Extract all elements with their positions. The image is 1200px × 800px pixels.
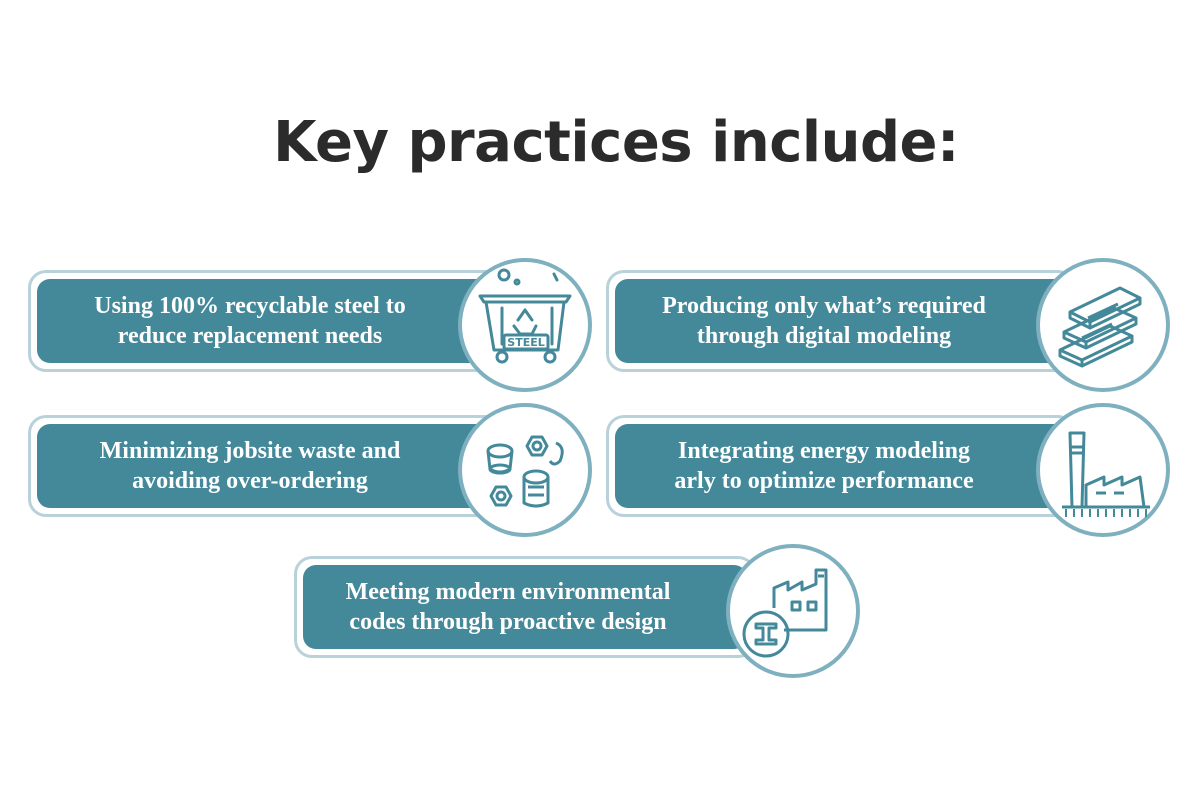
practice-text: Integrating energy modeling arly to opti… bbox=[674, 438, 974, 494]
page-title: Key practices include: bbox=[273, 110, 959, 175]
practice-text: Using 100% recyclable steel to reduce re… bbox=[94, 293, 406, 349]
steel-recycling-bin-icon: STEEL bbox=[478, 268, 572, 364]
icon-badge: STEEL bbox=[458, 258, 592, 392]
practice-pill: Meeting modern environmental codes throu… bbox=[294, 556, 756, 658]
practice-text: Meeting modern environmental codes throu… bbox=[345, 579, 671, 635]
practice-card-environmental-codes: Meeting modern environmental codes throu… bbox=[294, 544, 860, 678]
practice-card-recyclable-steel: Using 100% recyclable steel to reduce re… bbox=[28, 258, 594, 392]
practice-card-digital-modeling: Producing only what’s required through d… bbox=[606, 258, 1172, 392]
icon-badge bbox=[1036, 258, 1170, 392]
practice-card-jobsite-waste: Minimizing jobsite waste and avoiding ov… bbox=[28, 403, 594, 537]
svg-text:STEEL: STEEL bbox=[507, 336, 544, 349]
practice-text: Producing only what’s required through d… bbox=[662, 293, 986, 349]
steel-plates-stack-icon bbox=[1058, 286, 1142, 368]
icon-badge bbox=[726, 544, 860, 678]
icon-badge bbox=[1036, 403, 1170, 537]
practice-pill: Minimizing jobsite waste and avoiding ov… bbox=[28, 415, 506, 517]
practice-pill: Integrating energy modeling arly to opti… bbox=[606, 415, 1076, 517]
practice-pill: Using 100% recyclable steel to reduce re… bbox=[28, 270, 506, 372]
practice-pill: Producing only what’s required through d… bbox=[606, 270, 1076, 372]
practice-card-energy-modeling: Integrating energy modeling arly to opti… bbox=[606, 403, 1172, 537]
scrap-metal-cans-nuts-icon bbox=[486, 435, 564, 508]
factory-chimney-icon bbox=[1062, 431, 1150, 517]
practice-text: Minimizing jobsite waste and avoiding ov… bbox=[99, 438, 401, 494]
factory-steel-beam-icon bbox=[742, 568, 828, 658]
icon-badge bbox=[458, 403, 592, 537]
